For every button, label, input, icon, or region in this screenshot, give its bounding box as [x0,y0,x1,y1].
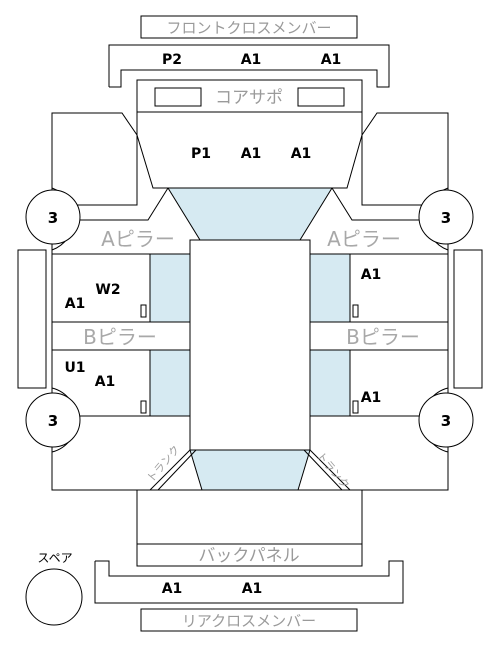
back-panel-box [136,543,363,567]
a-pillar-right-line [331,187,448,221]
a-pillar-right-label: Aピラー [327,227,401,251]
b-pillar-left-band [51,321,191,351]
right-side-sill [453,249,483,389]
rear-cross-member-box [140,608,358,632]
rear-right-wheel: 3 [418,387,474,453]
hood-code-3: A1 [291,146,312,162]
b-pillar-left-label: Bピラー [83,325,157,349]
roof-panel [189,239,311,451]
front-cross-member-label: フロントクロスメンバー [166,19,331,37]
headlight-right [297,87,345,107]
rear-left-wheel-number: 3 [48,412,58,430]
front-left-door-code-1: W2 [95,282,120,298]
front-left-window [149,253,191,323]
rear-right-window [309,349,351,417]
back-panel-label: バックパネル [198,546,299,566]
front-left-door-handle [140,304,147,318]
hood-code-1: P1 [191,146,211,162]
front-member-code-1: P2 [162,52,182,68]
core-support-label: コアサポ [215,88,283,108]
front-right-fender [361,112,449,206]
rear-right-door-handle [352,400,359,414]
front-right-window [309,253,351,323]
left-side-sill [17,249,47,389]
rear-member-code-2: A1 [242,581,263,597]
headlight-left [154,87,202,107]
b-pillar-right-label: Bピラー [346,325,420,349]
rear-cross-member-bracket [94,560,404,604]
hood-code-2: A1 [241,146,262,162]
rear-right-door-code-1: A1 [361,390,382,406]
front-cross-member-bracket [108,44,390,88]
rear-member-code-1: A1 [162,581,183,597]
trunk-left-diagonal-outer [149,449,191,491]
front-member-code-3: A1 [321,52,342,68]
rear-window-glass [189,449,311,491]
hood-panel [136,111,363,189]
rear-left-window [149,349,191,417]
trunk-right-label: トランク [314,450,352,492]
front-right-door-code-1: A1 [361,267,382,283]
trunk-left-label: トランク [144,443,182,485]
front-member-code-2: A1 [241,52,262,68]
front-left-wheel: 3 [25,187,81,251]
trunk-lid-panel [136,489,363,545]
a-pillar-left-line [52,187,169,221]
trunk-left-diagonal-inner [157,449,197,491]
spare-tire-icon [25,568,83,626]
body-right-edge [362,205,449,491]
front-right-wheel: 3 [418,187,474,251]
front-cross-member-box [140,15,358,39]
trunk-right-diagonal-inner [303,449,343,491]
trunk-right-diagonal-outer [309,449,351,491]
b-pillar-right-band [309,321,449,351]
windshield-glass [167,187,333,241]
rear-left-door-handle [140,400,147,414]
rear-cross-member-label: リアクロスメンバー [182,612,316,630]
front-left-fender [51,112,138,206]
body-left-edge [51,205,137,491]
rear-left-door-code-2: A1 [95,374,116,390]
a-pillar-left-label: Aピラー [101,227,175,251]
front-left-wheel-number: 3 [48,209,58,227]
front-right-wheel-number: 3 [441,209,451,227]
front-left-door-code-2: A1 [65,296,86,312]
rear-right-wheel-number: 3 [441,412,451,430]
rear-left-door-code-1: U1 [64,360,85,376]
rear-left-wheel: 3 [25,387,81,453]
spare-label: スペア [37,551,72,565]
front-right-door-handle [352,304,359,318]
